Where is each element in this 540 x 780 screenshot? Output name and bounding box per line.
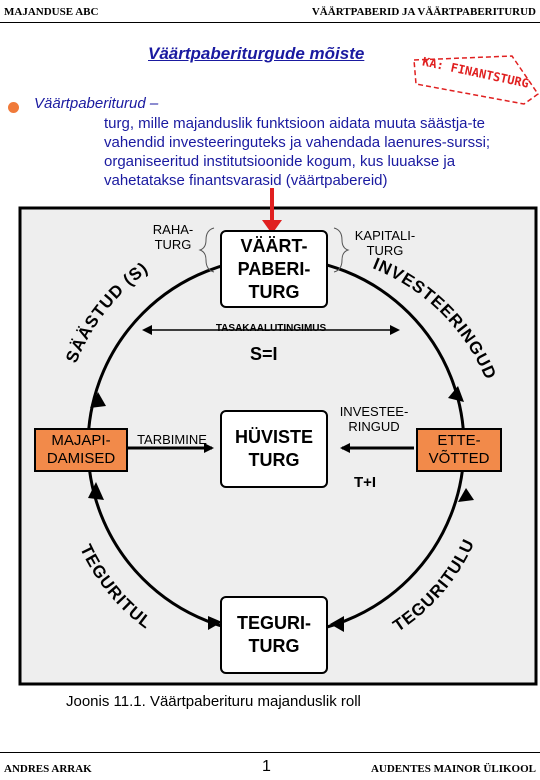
red-arrow-head [262,220,282,234]
arrowhead-left-bottom [88,482,104,500]
investeeringud-arrow-label: INVESTEE-RINGUD [339,404,409,434]
bullet-icon [8,102,19,113]
figure-caption: Joonis 11.1. Väärtpaberituru majanduslik… [66,693,361,710]
footer-left: ANDRES ARRAK [4,763,92,775]
vaartpaberiturg-box: VÄÄRT-PABERI-TURG [220,230,328,308]
raha-turg-label: RAHA-TURG [152,222,194,252]
arrowhead-right-top [448,386,464,402]
header-left: MAJANDUSE ABC [4,6,99,18]
finantsturg-stamp: KA: FINANTSTURG [413,54,540,105]
t-plus-i: T+I [354,474,377,491]
arrowhead-bottom-right [330,616,344,632]
ettevotted-box: ETTE-VÕTTED [416,428,502,472]
tarbimine-label: TARBIMINE [137,432,207,447]
right-brace [333,227,350,273]
teguriturg-box: TEGURI-TURG [220,596,328,674]
footer-divider [0,752,540,753]
arrowhead-right-bottom [458,488,474,502]
arrowhead-bottom-left [208,616,222,630]
page-number: 1 [262,758,271,775]
page-title: Väärtpaberiturgude mõiste [148,44,365,63]
definition-term: Väärtpaberiturud – [34,95,159,112]
arrowhead-left-top [90,392,106,408]
tasakaal-label: TASAKAALUTINGIMUS [215,323,327,334]
left-brace [198,227,215,273]
huviste-turg-box: HÜVISTE TURG [220,410,328,488]
footer-right: AUDENTES MAINOR ÜLIKOOL [370,763,536,775]
header-divider [0,22,540,23]
s-equals-i: S=I [250,344,278,364]
definition-text: turg, mille majanduslik funktsioon aidat… [104,115,491,189]
header-right: VÄÄRTPABERID JA VÄÄRTPABERITURUD [311,6,536,18]
majapidamised-box: MAJAPI-DAMISED [34,428,128,472]
kapitali-turg-label: KAPITALI-TURG [354,228,416,258]
